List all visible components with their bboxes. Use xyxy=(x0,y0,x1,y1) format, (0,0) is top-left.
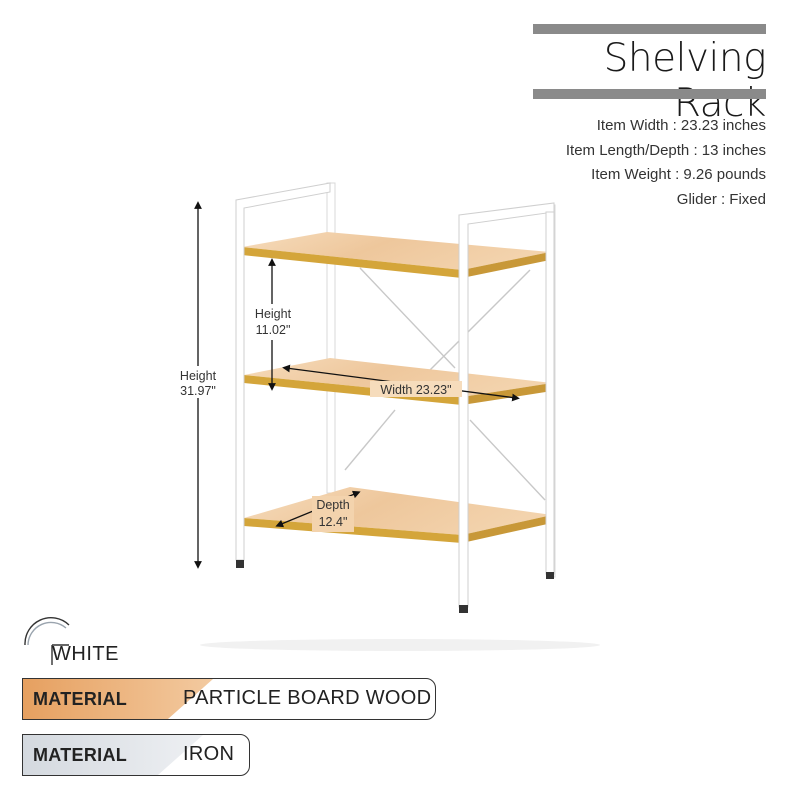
spec-list: Item Width : 23.23 inches Item Length/De… xyxy=(566,114,766,212)
spec-depth: Item Length/Depth : 13 inches xyxy=(565,141,766,159)
spec-width: Item Width : 23.23 inches xyxy=(596,117,766,134)
material-row-iron: MATERIAL IRON xyxy=(22,734,250,776)
material-value-wood: PARTICLE BOARD WOOD xyxy=(183,687,432,709)
material-value-iron: IRON xyxy=(183,743,235,765)
material-key-iron: MATERIAL xyxy=(33,745,128,765)
right-frame xyxy=(458,202,555,613)
left-frame xyxy=(235,182,331,568)
depth-dimension: Depth 12.4" xyxy=(275,490,361,532)
depth-label: Depth xyxy=(316,498,349,512)
width-label: Width 23.23" xyxy=(380,383,451,397)
shelf-bottom xyxy=(244,487,552,543)
depth-value: 12.4" xyxy=(319,515,348,529)
width-dimension: Width 23.23" xyxy=(282,364,520,402)
iron-swatch xyxy=(23,735,203,775)
total-height-value: 31.97" xyxy=(180,384,216,398)
color-name: WHITE xyxy=(52,643,119,665)
title-bottom-bar xyxy=(533,89,766,99)
shelf-gap-value: 11.02" xyxy=(256,323,291,337)
material-key-wood: MATERIAL xyxy=(33,689,128,709)
shelf-gap-label: Height xyxy=(255,307,292,321)
shelf-top xyxy=(242,232,550,278)
floor-shadow xyxy=(200,639,600,651)
title-top-bar xyxy=(533,24,766,34)
material-row-wood: MATERIAL PARTICLE BOARD WOOD xyxy=(22,678,436,720)
cross-braces xyxy=(344,267,546,501)
page-title: Shelving Rack xyxy=(603,36,767,126)
wood-swatch xyxy=(23,679,213,719)
total-height-label: Height xyxy=(180,369,217,383)
spec-weight: Item Weight : 9.26 pounds xyxy=(591,166,766,183)
color-swatch xyxy=(24,617,70,665)
spec-glider: Glider : Fixed xyxy=(676,190,766,208)
shelf-gap-dimension: Height 11.02" xyxy=(250,258,296,391)
total-height-dimension: Height 31.97" xyxy=(168,201,228,569)
